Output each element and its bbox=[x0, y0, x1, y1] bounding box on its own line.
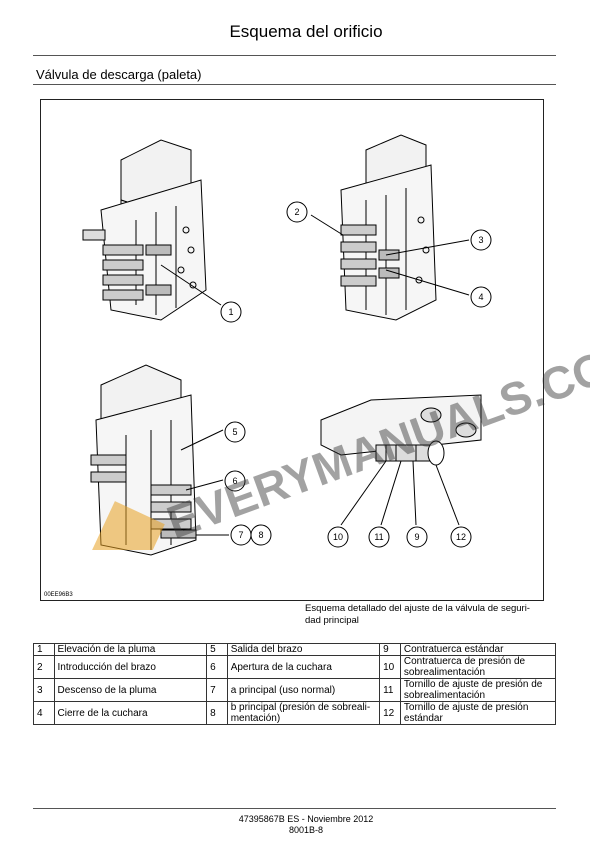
legend-number: 6 bbox=[206, 655, 228, 679]
figure-code: 00EE96B3 bbox=[44, 592, 73, 598]
top-divider bbox=[33, 55, 556, 56]
caption-line-1: Esquema detallado del ajuste de la válvu… bbox=[305, 603, 530, 614]
callout-1: 1 bbox=[228, 307, 233, 317]
legend-text: a principal (uso normal) bbox=[226, 678, 381, 702]
page-footer: 47395867B ES - Noviembre 2012 8001B-8 bbox=[0, 814, 612, 836]
figure-caption: Esquema detallado del ajuste de la válvu… bbox=[305, 603, 555, 627]
legend-row: 2 Introducción del brazo 6 Apertura de l… bbox=[33, 655, 557, 679]
callout-4: 4 bbox=[478, 292, 483, 302]
legend-text: Elevación de la pluma bbox=[53, 643, 208, 656]
legend-row: 1 Elevación de la pluma 5 Salida del bra… bbox=[33, 643, 557, 656]
legend-number: 9 bbox=[379, 643, 401, 656]
legend-text: Contratuerca estándar bbox=[399, 643, 557, 656]
footer-divider bbox=[33, 808, 556, 809]
legend-number: 3 bbox=[33, 678, 55, 702]
legend-number: 2 bbox=[33, 655, 55, 679]
legend-text: Apertura de la cuchara bbox=[226, 655, 381, 679]
section-title: Válvula de descarga (paleta) bbox=[36, 67, 202, 82]
valve-block-top-right bbox=[286, 134, 492, 321]
callout-11: 11 bbox=[374, 532, 383, 542]
callout-10: 10 bbox=[333, 532, 343, 542]
callout-2: 2 bbox=[294, 207, 299, 217]
page-title: Esquema del orificio bbox=[229, 22, 383, 41]
callout-5: 5 bbox=[232, 427, 237, 437]
legend-text: Tornillo de ajuste de presión de sobreal… bbox=[399, 678, 557, 702]
legend-number: 8 bbox=[206, 701, 228, 725]
document-id: 47395867B ES - Noviembre 2012 bbox=[238, 814, 374, 824]
callout-7: 7 bbox=[238, 530, 243, 540]
legend-number: 5 bbox=[206, 643, 228, 656]
section-divider bbox=[33, 84, 556, 85]
legend-row: 3 Descenso de la pluma 7 a principal (us… bbox=[33, 678, 557, 702]
legend-text: Cierre de la cuchara bbox=[53, 701, 208, 725]
callout-6: 6 bbox=[232, 476, 237, 486]
callout-8: 8 bbox=[258, 530, 263, 540]
legend-text: b principal (presión de sobreali-mentaci… bbox=[226, 701, 381, 725]
legend-text: Contratuerca de presión de sobrealimenta… bbox=[399, 655, 557, 679]
valve-diagram: 1 2 3 4 5 6 7 8 10 11 9 12 00EE96B3 bbox=[40, 99, 544, 601]
legend-text: Salida del brazo bbox=[226, 643, 381, 656]
page-number: 8001B-8 bbox=[288, 825, 324, 835]
callout-9: 9 bbox=[414, 532, 419, 542]
legend-number: 7 bbox=[206, 678, 228, 702]
valve-block-top-left bbox=[82, 139, 242, 323]
caption-line-2: dad principal bbox=[305, 615, 359, 626]
valve-block-bottom-left bbox=[90, 364, 272, 556]
legend-number: 12 bbox=[379, 701, 401, 725]
legend-number: 1 bbox=[33, 643, 55, 656]
valve-block-bottom-right bbox=[320, 394, 482, 548]
legend-text: Introducción del brazo bbox=[53, 655, 208, 679]
legend-number: 4 bbox=[33, 701, 55, 725]
legend-number: 10 bbox=[379, 655, 401, 679]
legend-text: Descenso de la pluma bbox=[53, 678, 208, 702]
legend-text: Tornillo de ajuste de presión estándar bbox=[399, 701, 557, 725]
legend-table: 1 Elevación de la pluma 5 Salida del bra… bbox=[33, 643, 557, 725]
valve-illustration: 1 2 3 4 5 6 7 8 10 11 9 12 bbox=[82, 134, 492, 556]
legend-row: 4 Cierre de la cuchara 8 b principal (pr… bbox=[33, 701, 557, 725]
callout-12: 12 bbox=[456, 532, 466, 542]
legend-number: 11 bbox=[379, 678, 401, 702]
callout-3: 3 bbox=[478, 235, 483, 245]
